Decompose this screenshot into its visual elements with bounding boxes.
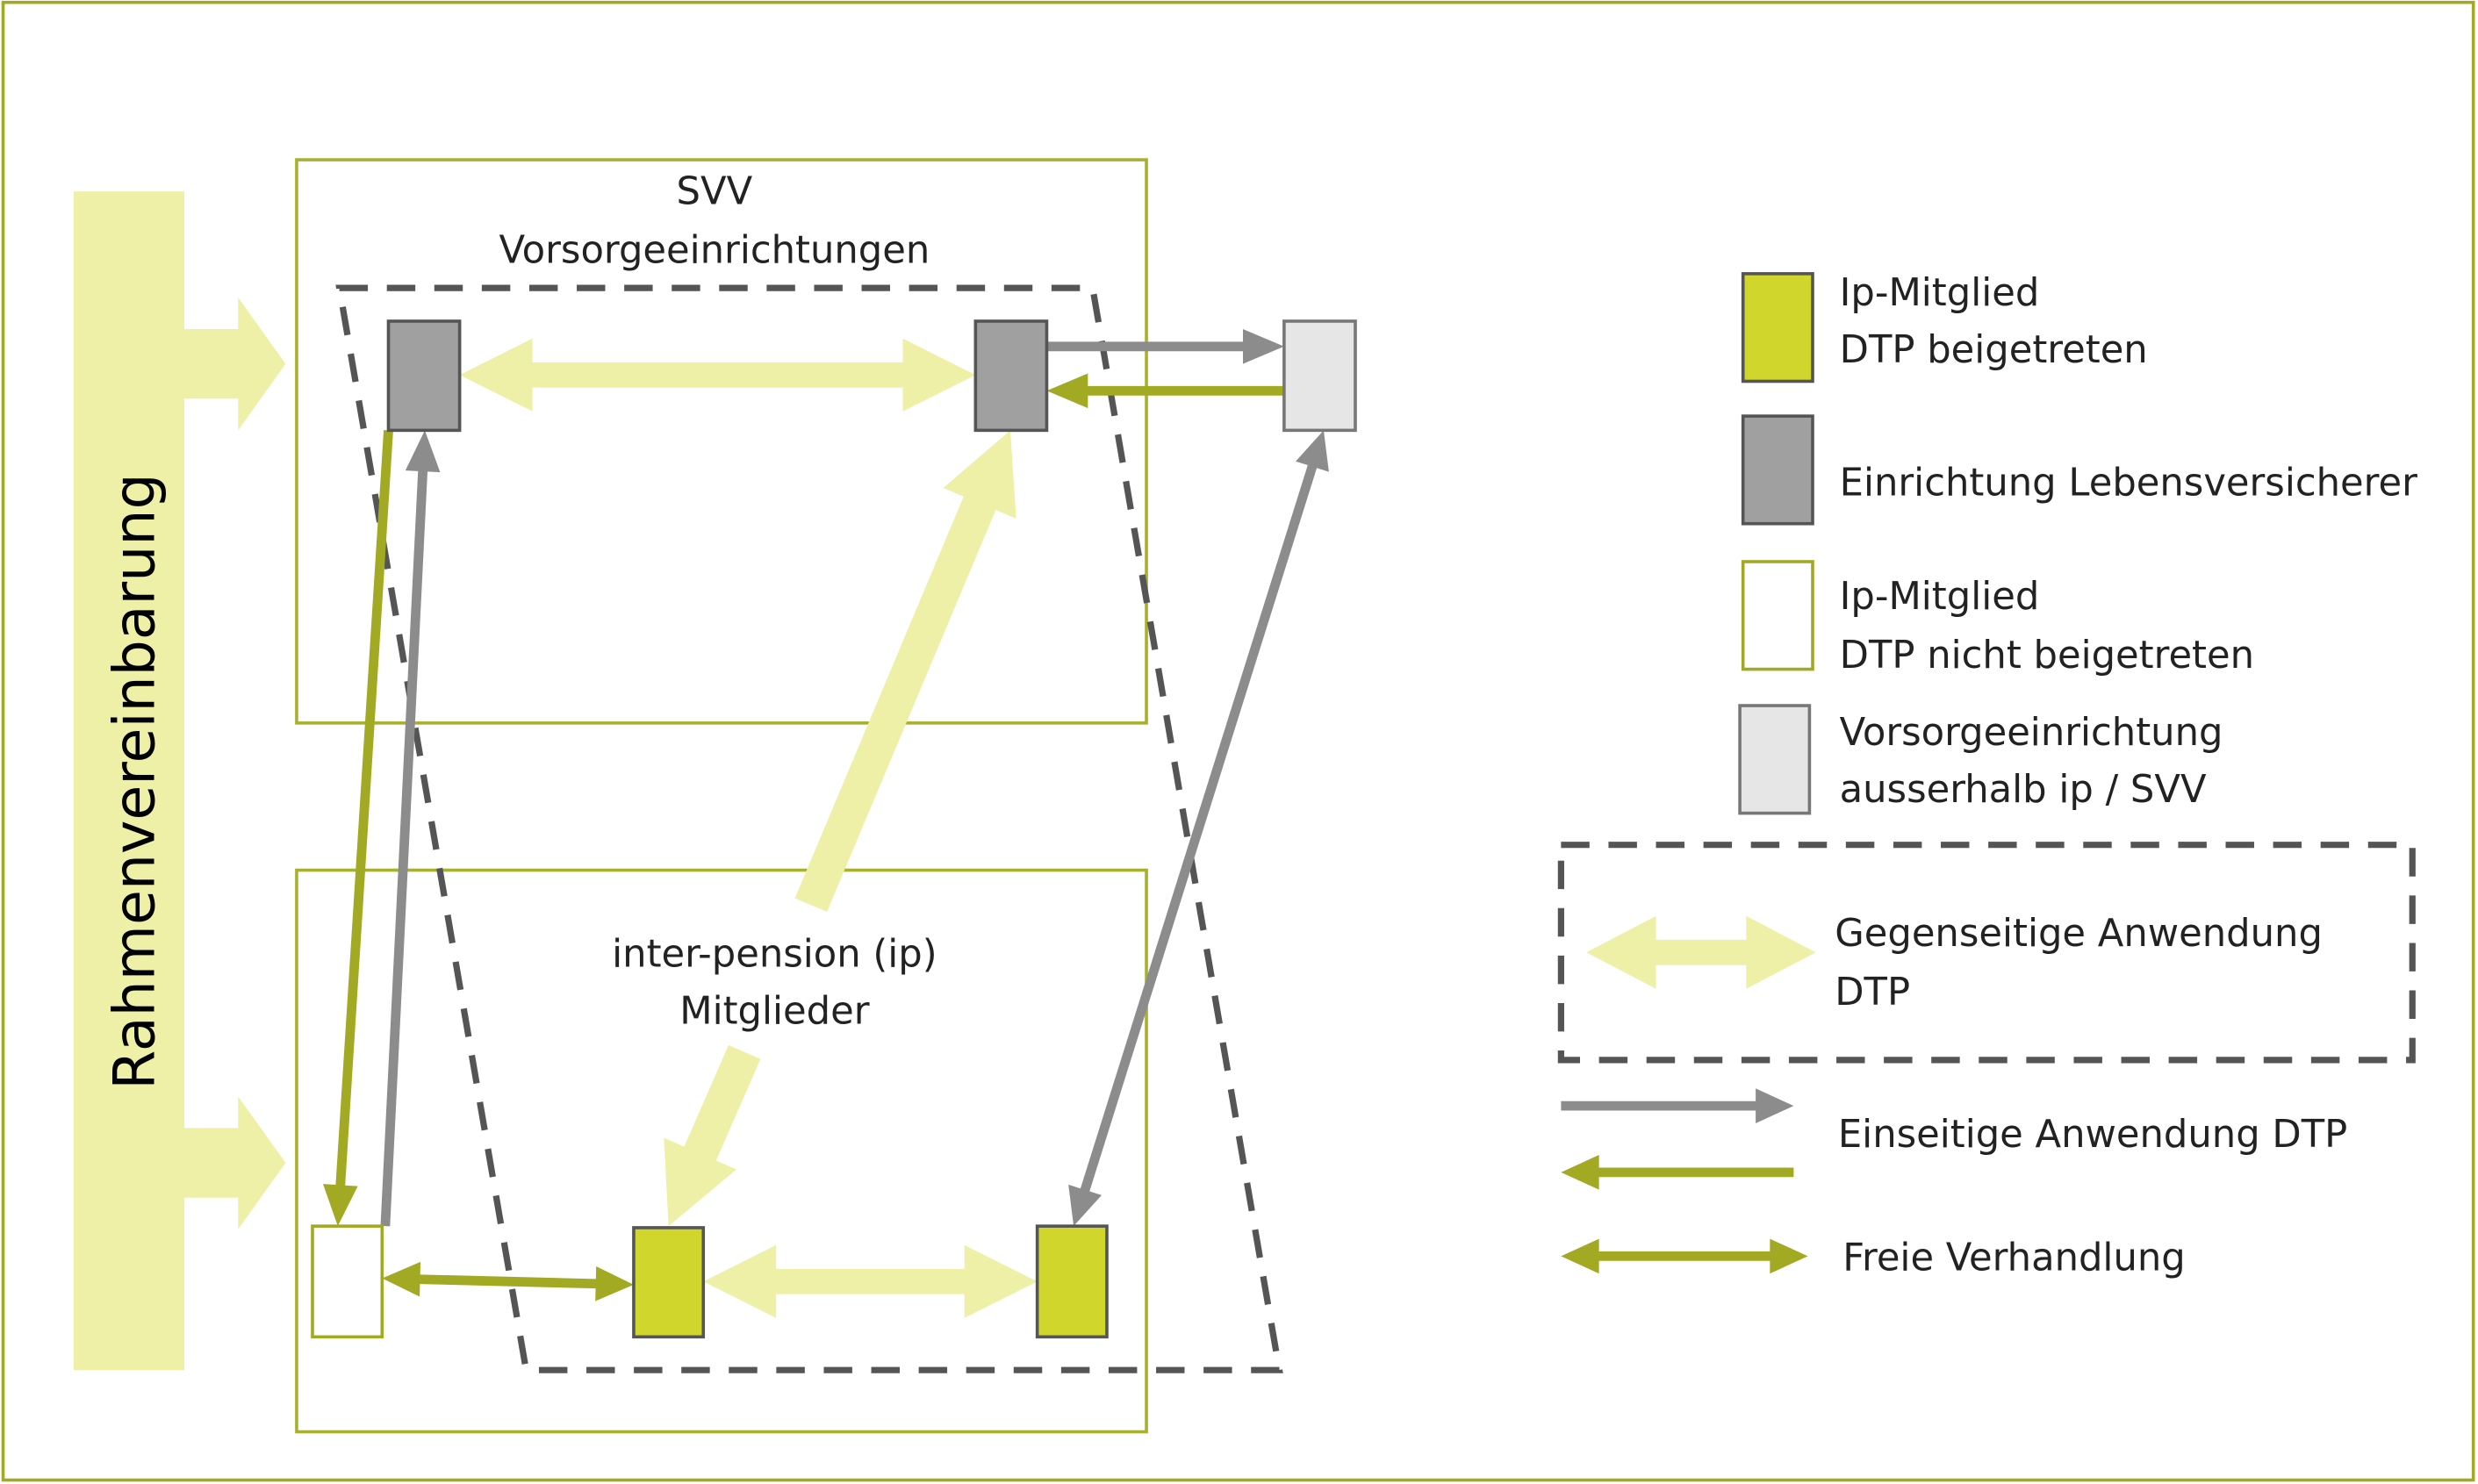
- unilateral-gray-diagonal: [1068, 430, 1329, 1227]
- legend-mutual-arrow: [1586, 915, 1816, 989]
- mutual-arrow-ip-down: [664, 1044, 761, 1227]
- rahmenvereinbarung-label: Rahmenvereinbarung: [103, 473, 169, 1089]
- mutual-arrow-ip: [703, 1244, 1038, 1318]
- ip-subtitle: Mitglieder: [679, 989, 869, 1033]
- outside-fund-node: [1282, 319, 1357, 433]
- svv-subtitle: Vorsorgeeinrichtungen: [499, 228, 930, 272]
- life-insurer-node-2: [973, 319, 1049, 433]
- mutual-arrow-ip-to-svv: [794, 430, 1016, 912]
- ip-member-joined-node-1: [632, 1226, 706, 1339]
- legend-label: DTP: [1835, 971, 1910, 1014]
- legend-label: Freie Verhandlung: [1842, 1237, 2185, 1280]
- ip-title: inter-pension (ip): [612, 932, 937, 976]
- mutual-arrow-svv: [459, 338, 976, 412]
- legend-label: Gegenseitige Anwendung: [1835, 912, 2323, 956]
- arrows-layer: [183, 297, 1816, 1318]
- free-negotiation-arrow: [382, 1261, 634, 1301]
- ip-member-joined-node-2: [1035, 1224, 1109, 1339]
- unilateral-gray-to-outside: [1046, 328, 1284, 364]
- legend-free-arrow: [1561, 1238, 1808, 1274]
- legend-label: Ip-Mitglied: [1840, 271, 2040, 315]
- legend: Ip-Mitglied DTP beigetreten Einrichtung …: [1557, 271, 2417, 1280]
- legend-gray-arrow: [1561, 1088, 1794, 1123]
- rahmen-arrow-ip: [183, 1096, 286, 1229]
- unilateral-olive-down: [323, 430, 393, 1227]
- ip-box: [295, 868, 1148, 1434]
- rahmen-arrow-svv: [183, 297, 286, 431]
- legend-label: Einrichtung Lebensversicherer: [1840, 461, 2417, 505]
- unilateral-gray-up: [380, 430, 441, 1227]
- legend-swatch-ip-joined: [1741, 272, 1814, 384]
- rahmenvereinbarung-bar: [73, 191, 184, 1371]
- life-insurer-node-1: [386, 319, 462, 433]
- legend-label: Ip-Mitglied: [1840, 575, 2040, 619]
- svv-title: SVV: [677, 170, 753, 214]
- legend-swatch-outside: [1738, 704, 1812, 815]
- legend-olive-arrow: [1561, 1155, 1794, 1190]
- legend-label: Einseitige Anwendung DTP: [1838, 1113, 2347, 1157]
- legend-label: ausserhalb ip / SVV: [1840, 768, 2207, 812]
- unilateral-olive-from-outside: [1046, 373, 1284, 409]
- ip-member-not-joined-node: [311, 1224, 384, 1339]
- legend-dashed-frame: [1557, 842, 2416, 1064]
- svv-box: [295, 158, 1148, 725]
- legend-swatch-ip-not-joined: [1741, 560, 1814, 671]
- legend-label: DTP beigetreten: [1840, 328, 2148, 372]
- legend-swatch-life-insurer: [1741, 414, 1814, 526]
- dtp-scope-dashed-area: [335, 284, 1283, 1373]
- legend-label: Vorsorgeeinrichtung: [1840, 711, 2223, 755]
- legend-label: DTP nicht beigetreten: [1840, 634, 2254, 677]
